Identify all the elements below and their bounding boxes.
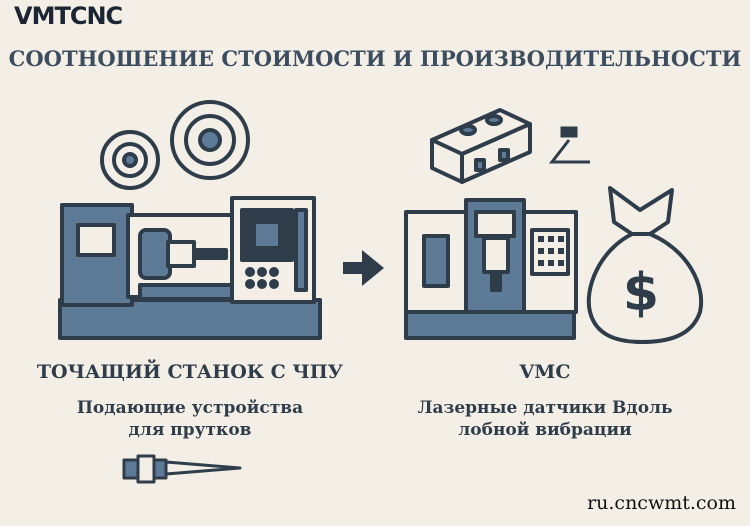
vmc-heading: VMC [519, 361, 571, 383]
arrow-right-icon [343, 250, 384, 286]
large-ring-icon [170, 100, 250, 180]
small-ring-icon [100, 130, 160, 190]
lathe-caption-line1: Подающие устройства [76, 398, 304, 418]
vmc-machine-icon [404, 198, 578, 340]
svg-text:$: $ [623, 263, 659, 323]
brand-logo: VMTCNC [14, 2, 123, 30]
watermark-url: ru.cncwmt.com [587, 492, 736, 514]
lathe-caption-line2: для прутков [128, 420, 252, 440]
lathe-heading: ТОЧАЩИЙ СТАНОК С ЧПУ [36, 361, 344, 383]
vmc-caption-line1: Лазерные датчики Вдоль [417, 398, 673, 418]
lathe-icon [58, 196, 322, 340]
bar-feeder-icon [122, 454, 242, 484]
laser-sensor-icon [548, 126, 590, 164]
money-bag-icon: $ [586, 186, 704, 344]
page-title: СООТНОШЕНИЕ СТОИМОСТИ И ПРОИЗВОДИТЕЛЬНОС… [8, 46, 742, 71]
vmc-caption-line2: лобной вибрации [458, 420, 632, 440]
workpiece-block-icon [430, 108, 532, 184]
